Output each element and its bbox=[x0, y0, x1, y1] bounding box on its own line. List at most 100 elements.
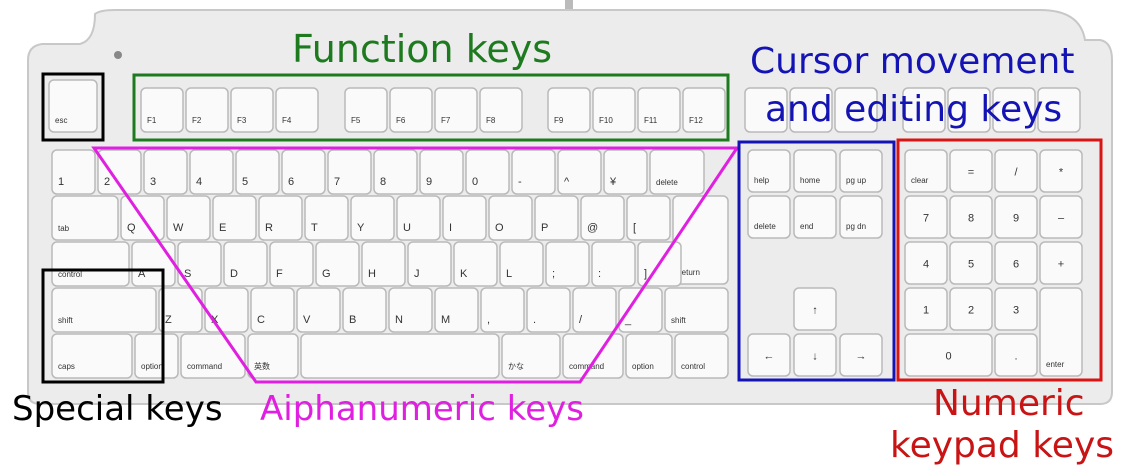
key-numpad-clear-0[interactable]: clear bbox=[904, 149, 948, 193]
key-num-4-3[interactable]: 4 bbox=[189, 149, 234, 195]
key-help[interactable]: help bbox=[747, 149, 791, 193]
key-numpad-sym-3[interactable]: * bbox=[1039, 149, 1083, 193]
key-arrow-up[interactable]: ↑ bbox=[793, 287, 837, 331]
key-f7[interactable]: F7 bbox=[434, 87, 478, 133]
key-num-1-0[interactable]: 1 bbox=[51, 149, 96, 195]
key-arrow-right[interactable]: → bbox=[839, 333, 883, 377]
key-num-5-4[interactable]: 5 bbox=[235, 149, 280, 195]
key-tab[interactable]: tab bbox=[51, 195, 119, 241]
key-command-left[interactable]: command bbox=[180, 333, 246, 379]
key-top-extra-3[interactable] bbox=[834, 87, 878, 133]
key-i-t7[interactable]: I bbox=[442, 195, 487, 241]
key-space[interactable] bbox=[300, 333, 500, 379]
key-num-6-5[interactable]: 6 bbox=[281, 149, 326, 195]
key-sym-s7[interactable]: , bbox=[480, 287, 525, 333]
key-f6[interactable]: F6 bbox=[389, 87, 433, 133]
key-home[interactable]: home bbox=[793, 149, 837, 193]
key-c-s2[interactable]: C bbox=[250, 287, 295, 333]
key-control-left[interactable]: control bbox=[51, 241, 130, 287]
key-u-t6[interactable]: U bbox=[396, 195, 441, 241]
key-m-s6[interactable]: M bbox=[434, 287, 479, 333]
key-l-h8[interactable]: L bbox=[499, 241, 544, 287]
key-sym-s10[interactable]: _ bbox=[618, 287, 663, 333]
key-k-h7[interactable]: K bbox=[453, 241, 498, 287]
key-num-3-2[interactable]: 3 bbox=[143, 149, 188, 195]
key-f-h3[interactable]: F bbox=[269, 241, 314, 287]
key-num-9-8[interactable]: 9 bbox=[419, 149, 464, 195]
key-num-sym-11[interactable]: ^ bbox=[557, 149, 602, 195]
key-x-s1[interactable]: X bbox=[204, 287, 249, 333]
key-end[interactable]: end bbox=[793, 195, 837, 239]
key-option-left[interactable]: option bbox=[134, 333, 179, 379]
key-shift-left[interactable]: shift bbox=[51, 287, 157, 333]
key-numpad-5-9[interactable]: 5 bbox=[949, 241, 993, 285]
key-n-s5[interactable]: N bbox=[388, 287, 433, 333]
key-w-t1[interactable]: W bbox=[166, 195, 211, 241]
key-z-s0[interactable]: Z bbox=[158, 287, 203, 333]
key-sym-s9[interactable]: / bbox=[572, 287, 617, 333]
key-delete[interactable]: delete bbox=[747, 195, 791, 239]
key-numpad-3[interactable]: 3 bbox=[994, 287, 1038, 331]
key-sym-t10[interactable]: @ bbox=[580, 195, 625, 241]
key-num-sym-12[interactable]: ¥ bbox=[603, 149, 648, 195]
key-numpad-enter[interactable]: enter bbox=[1039, 287, 1083, 377]
key-num-0-9[interactable]: 0 bbox=[465, 149, 510, 195]
key-f12[interactable]: F12 bbox=[682, 87, 726, 133]
key-command-right[interactable]: command bbox=[562, 333, 624, 379]
key-numpad-8-5[interactable]: 8 bbox=[949, 195, 993, 239]
key-top-extra-4[interactable] bbox=[902, 87, 946, 133]
key-f2[interactable]: F2 bbox=[185, 87, 229, 133]
key-numpad-sym-7[interactable]: – bbox=[1039, 195, 1083, 239]
key-f1[interactable]: F1 bbox=[140, 87, 184, 133]
key-t-t4[interactable]: T bbox=[304, 195, 349, 241]
key-top-extra-1[interactable] bbox=[744, 87, 788, 133]
key-b-s4[interactable]: B bbox=[342, 287, 387, 333]
key-return[interactable]: return bbox=[672, 195, 729, 285]
key-h-h5[interactable]: H bbox=[361, 241, 406, 287]
key-numpad-sym-11[interactable]: + bbox=[1039, 241, 1083, 285]
key-num-2-1[interactable]: 2 bbox=[97, 149, 142, 195]
key-caps[interactable]: caps bbox=[51, 333, 133, 379]
key-top-extra-2[interactable] bbox=[789, 87, 833, 133]
key-option-right[interactable]: option bbox=[625, 333, 673, 379]
key-eisu[interactable]: 英数 bbox=[247, 333, 299, 379]
key-top-extra-5[interactable] bbox=[947, 87, 991, 133]
key-v-s3[interactable]: V bbox=[296, 287, 341, 333]
key-sym-h10[interactable]: : bbox=[591, 241, 636, 287]
key-s-h1[interactable]: S bbox=[177, 241, 222, 287]
key-f9[interactable]: F9 bbox=[547, 87, 591, 133]
key-f3[interactable]: F3 bbox=[230, 87, 274, 133]
key-y-t5[interactable]: Y bbox=[350, 195, 395, 241]
key-a-h0[interactable]: A bbox=[131, 241, 176, 287]
key-arrow-down[interactable]: ↓ bbox=[793, 333, 837, 377]
key-numpad-0[interactable]: 0 bbox=[904, 333, 993, 377]
key-p-t9[interactable]: P bbox=[534, 195, 579, 241]
key-f10[interactable]: F10 bbox=[592, 87, 636, 133]
key-top-extra-7[interactable] bbox=[1037, 87, 1081, 133]
key-num-8-7[interactable]: 8 bbox=[373, 149, 418, 195]
key-numpad-6-10[interactable]: 6 bbox=[994, 241, 1038, 285]
key-numpad-7-4[interactable]: 7 bbox=[904, 195, 948, 239]
key-f8[interactable]: F8 bbox=[479, 87, 523, 133]
key-f4[interactable]: F4 bbox=[275, 87, 319, 133]
key-numpad-9-6[interactable]: 9 bbox=[994, 195, 1038, 239]
key-shift-right[interactable]: shift bbox=[664, 287, 729, 333]
key-numpad-sym-2[interactable]: / bbox=[994, 149, 1038, 193]
key-numpad-sym-1[interactable]: = bbox=[949, 149, 993, 193]
key-sym-h9[interactable]: ; bbox=[545, 241, 590, 287]
key-numpad-2[interactable]: 2 bbox=[949, 287, 993, 331]
key-g-h4[interactable]: G bbox=[315, 241, 360, 287]
key-r-t3[interactable]: R bbox=[258, 195, 303, 241]
key-control-right[interactable]: control bbox=[674, 333, 729, 379]
key-numpad-dot[interactable]: . bbox=[994, 333, 1038, 377]
key-f11[interactable]: F11 bbox=[637, 87, 681, 133]
key-numpad-1[interactable]: 1 bbox=[904, 287, 948, 331]
key-pg-up[interactable]: pg up bbox=[839, 149, 883, 193]
key-top-extra-6[interactable] bbox=[992, 87, 1036, 133]
key-d-h2[interactable]: D bbox=[223, 241, 268, 287]
key-f5[interactable]: F5 bbox=[344, 87, 388, 133]
key-j-h6[interactable]: J bbox=[407, 241, 452, 287]
key-e-t2[interactable]: E bbox=[212, 195, 257, 241]
key-pg-dn[interactable]: pg dn bbox=[839, 195, 883, 239]
key-numpad-4-8[interactable]: 4 bbox=[904, 241, 948, 285]
